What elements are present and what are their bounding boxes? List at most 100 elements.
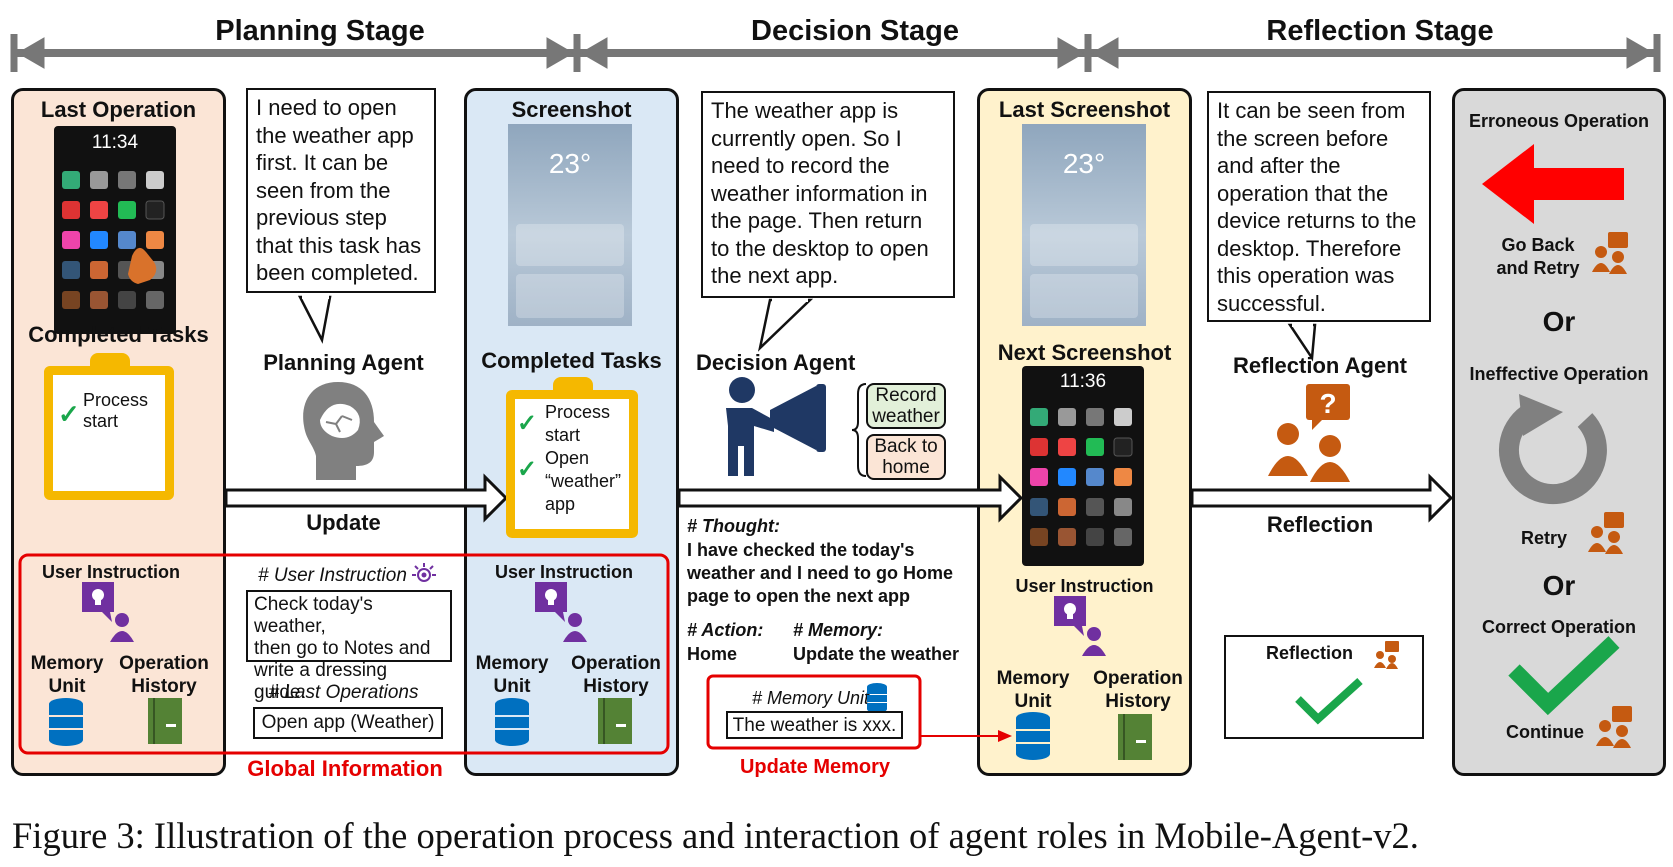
database-icon [49,698,83,746]
reflection-thought-line: the screen before [1217,125,1389,151]
check-icon: ✓ [58,399,80,429]
reflection-people-icon [1588,512,1624,554]
planning-agent-label: Planning Agent [263,350,424,375]
outcome-panel [1452,88,1666,776]
continue-label: Continue [1506,722,1584,742]
option-line: home [882,457,930,478]
option-brace [852,383,867,477]
reflection-agent-label: Reflection Agent [1233,353,1407,378]
hourly-forecast-card [1030,224,1138,266]
memory-unit-line1: Memory [30,653,104,674]
go-back-line2: and Retry [1496,258,1580,278]
memory-unit-header: # Memory Unit [752,688,870,708]
clipboard-clip-icon [553,377,593,399]
app-grid [62,171,165,309]
memory-unit-box: The weather is xxx. [726,711,903,739]
memory-unit-line1: Memory [996,668,1070,689]
reflection-stage-title: Reflection Stage [1266,15,1494,47]
memory-header: # Memory: [793,620,884,640]
reflection-people-icon [1592,232,1628,274]
history-book-icon [1118,714,1152,760]
retry-icon [1499,394,1607,505]
last-weather-screenshot: 23° [1022,124,1146,326]
completed-tasks-label: Completed Tasks [481,348,662,373]
megaphone-person-icon [726,377,826,476]
task-item: Process start [83,390,149,431]
phone-clock: 11:34 [91,132,139,153]
svg-text:?: ? [1319,388,1336,419]
reflection-result-title: Reflection [1266,643,1354,663]
screenshot-label: Screenshot [511,97,632,122]
reflection-thought-line: operation that the [1217,180,1389,206]
option-line: Back to [874,436,938,457]
figure-caption: Figure 3: Illustration of the operation … [12,815,1419,856]
update-label: Update [306,510,381,535]
thought-header: # Thought: [687,516,780,536]
decision-thought-line: to the desktop to open [711,235,929,261]
operation-history-line1: Operation [1093,668,1183,689]
weather-temperature: 23° [548,148,592,179]
option-line: Record [875,385,937,406]
reflection-thought-bubble: It can be seen from the screen before an… [1207,91,1431,322]
success-check-icon [1295,678,1363,725]
history-book-icon [598,698,632,744]
planning-thought-line: previous step [256,205,387,230]
reflection-label: Reflection [1266,512,1374,537]
task-item: Process start [545,402,611,445]
brain-head-icon [303,382,384,480]
decision-stage-title: Decision Stage [751,15,959,47]
app-grid [1030,408,1133,546]
last-operations-header: # Last Operations [268,682,419,703]
action-text: Home [687,644,738,664]
option-line: weather [872,406,940,427]
decision-thought-bubble: The weather app is currently open. So I … [701,91,955,298]
thought-text: I have checked the today's weather and I… [687,539,953,608]
user-instruction-label: User Instruction [41,562,181,582]
or-separator: Or [1542,306,1576,337]
completed-tasks-label: Completed Tasks [28,322,209,347]
reflection-thought-line: device returns to the [1217,208,1417,233]
decision-thought-line: the page. Then return [711,208,923,233]
weather-temperature: 23° [1062,148,1106,179]
action-header: # Action: [687,620,764,640]
decision-thought-line: weather information in [711,180,928,206]
user-instruction-icon [535,582,587,642]
retry-label: Retry [1521,528,1568,548]
operation-history-line2: History [1105,691,1171,712]
stage-arrows [10,34,1661,72]
reflection-people-icon [1374,641,1399,669]
decision-thought-line: need to record the [711,153,890,178]
database-icon [495,698,529,746]
user-instruction-label: User Instruction [1015,576,1154,596]
decision-agent-label: Decision Agent [696,350,856,375]
planning-thought-line: first. It can be [256,150,389,175]
last-operations-box: Open app (Weather) [253,707,443,739]
check-icon: ✓ [517,456,538,483]
clipboard-clip-icon [90,353,130,375]
instruction-line: Check today's weather, [254,594,373,637]
operation-history-line1: Operation [119,653,209,674]
update-memory-label: Update Memory [739,756,891,778]
operation-history-line1: Operation [571,653,661,674]
reflection-thought-line: this operation was [1217,263,1395,288]
ineffective-operation-label: Ineffective Operation [1469,364,1649,384]
go-back-arrow-icon [1482,144,1624,224]
reflection-thought-line: It can be seen from [1217,98,1406,123]
reflection-thought-line: and after the [1217,153,1341,178]
decision-thought-line: currently open. So I [711,125,902,151]
reflection-thought-line: desktop. Therefore [1217,235,1402,261]
check-icon: ✓ [517,410,538,437]
thought-text-line: page to open the next app [687,586,911,606]
planning-thought-line: seen from the [256,177,391,203]
correct-operation-label: Correct Operation [1481,617,1637,637]
history-book-icon [148,698,182,744]
memory-unit-line2: Unit [1014,691,1052,712]
reflection-people-icon: ? [1268,384,1350,482]
decision-clipboard: ✓ Process start ✓ Open “weather” app [506,377,638,538]
